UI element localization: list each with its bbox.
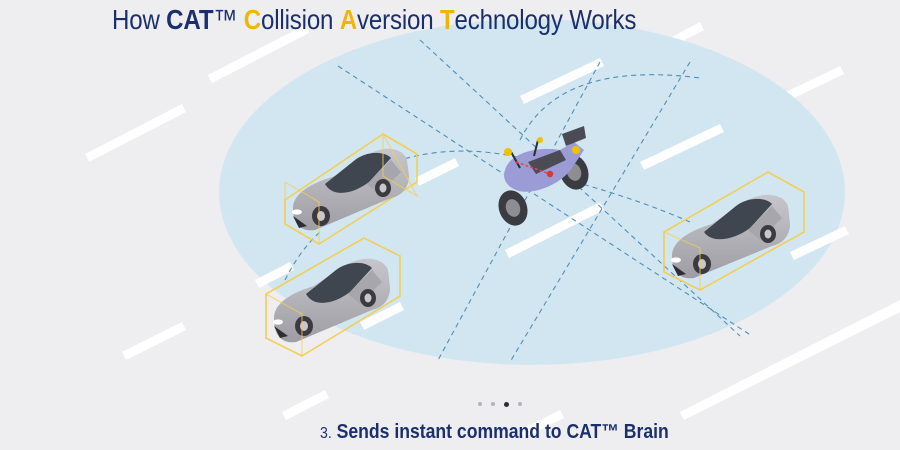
title-word-collision: ollision xyxy=(261,4,340,35)
carousel-dot-3[interactable] xyxy=(504,401,509,407)
title-trademark: ™ xyxy=(213,4,244,35)
carousel-dot-2[interactable] xyxy=(491,402,495,406)
title-initial-t: T xyxy=(439,4,455,35)
title-brand: CAT xyxy=(166,4,214,35)
title-prefix: How xyxy=(112,4,167,35)
vehicle-car-upper-left xyxy=(284,133,419,246)
title-word-technology-works: echnology Works xyxy=(454,4,637,35)
vehicle-car-lower-left xyxy=(265,237,401,357)
carousel-pagination xyxy=(478,399,522,409)
slide-caption-text: Sends instant command to CAT™ Brain xyxy=(336,421,669,443)
carousel-dot-4[interactable] xyxy=(518,402,522,406)
title-initial-a: A xyxy=(339,4,358,35)
vehicle-car-right xyxy=(663,171,805,291)
title-word-aversion: version xyxy=(357,4,440,35)
motorcycle xyxy=(498,126,589,226)
slide-caption-number: 3. xyxy=(320,425,332,442)
radar-lines xyxy=(284,39,753,363)
title-initial-c: C xyxy=(243,4,262,35)
page-title: How CAT™ Collision Aversion Technology W… xyxy=(112,2,636,38)
carousel-dot-1[interactable] xyxy=(478,402,482,406)
slide-caption: 3. Sends instant command to CAT™ Brain xyxy=(320,418,669,448)
